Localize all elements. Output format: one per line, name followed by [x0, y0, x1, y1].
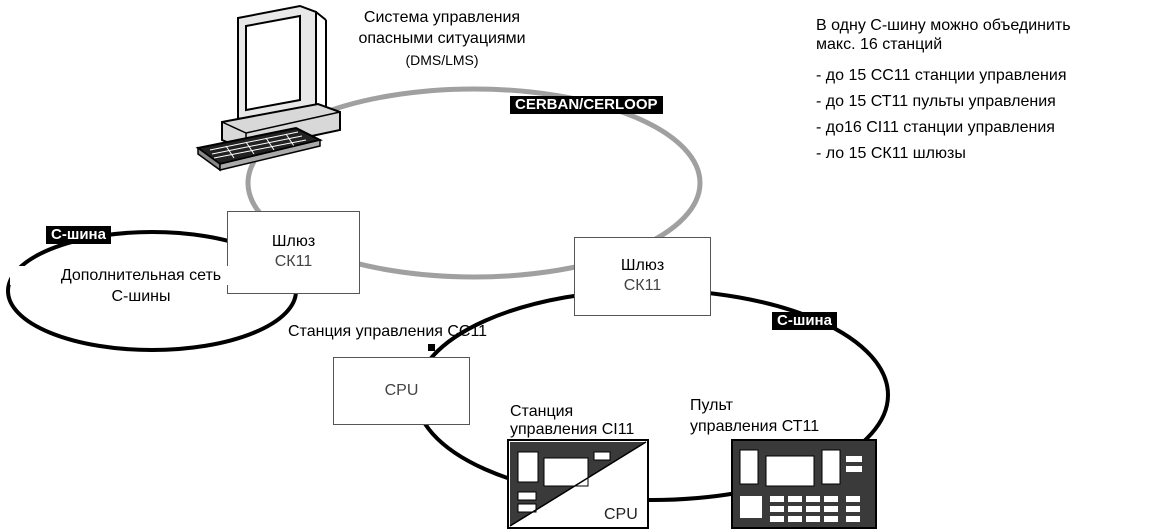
dms-label-line1: Система управления: [363, 9, 521, 26]
cbus-tag-right: С-шина: [772, 312, 837, 330]
note-item: - до 15 СТ11 пульты управления: [816, 93, 1056, 110]
cc11-label: Станция управления СС11: [288, 323, 488, 340]
note-item: - до16 СI11 станции управления: [816, 119, 1055, 136]
cbus-tag-left: С-шина: [46, 226, 111, 244]
gateway-model: СК11: [274, 253, 313, 270]
cpu-label: CPU: [384, 382, 419, 399]
ct11-label-line1: Пульт: [690, 397, 733, 414]
computer-icon: [195, 4, 341, 172]
ct11-panel-icon: [731, 439, 877, 529]
cc11-cpu-box: CPU: [333, 357, 470, 425]
dms-label-line3: (DMS/LMS): [405, 52, 479, 68]
dms-label-line2: опасными ситуациями: [358, 30, 526, 47]
extra-net-line1: Дополнительная сеть: [10, 266, 272, 285]
ct11-label-line2: управления СТ11: [690, 418, 820, 435]
gateway-title: Шлюз: [620, 257, 665, 274]
gateway-model: СК11: [623, 277, 662, 294]
cerban-cerloop-tag: CERBAN/CERLOOP: [510, 96, 663, 114]
note-line1: В одну С-шину можно объединить: [816, 17, 1071, 34]
note-item: - ло 15 СК11 шлюзы: [816, 145, 966, 162]
ci11-label-line1: Станция: [510, 403, 574, 420]
gateway-title: Шлюз: [271, 233, 316, 250]
connector-tick: [428, 344, 435, 351]
note-item: - до 15 СС11 станции управления: [816, 67, 1067, 84]
extra-net-line2: С-шины: [111, 288, 171, 305]
ci11-cpu-label: CPU: [604, 506, 638, 523]
cerban-ring: [245, 86, 703, 280]
ci11-label-line2: управления СI11: [510, 421, 635, 438]
ci11-panel-icon: [507, 439, 649, 529]
gateway-ck11-right: Шлюз СК11: [574, 237, 711, 316]
note-line2: макс. 16 станций: [816, 36, 943, 53]
